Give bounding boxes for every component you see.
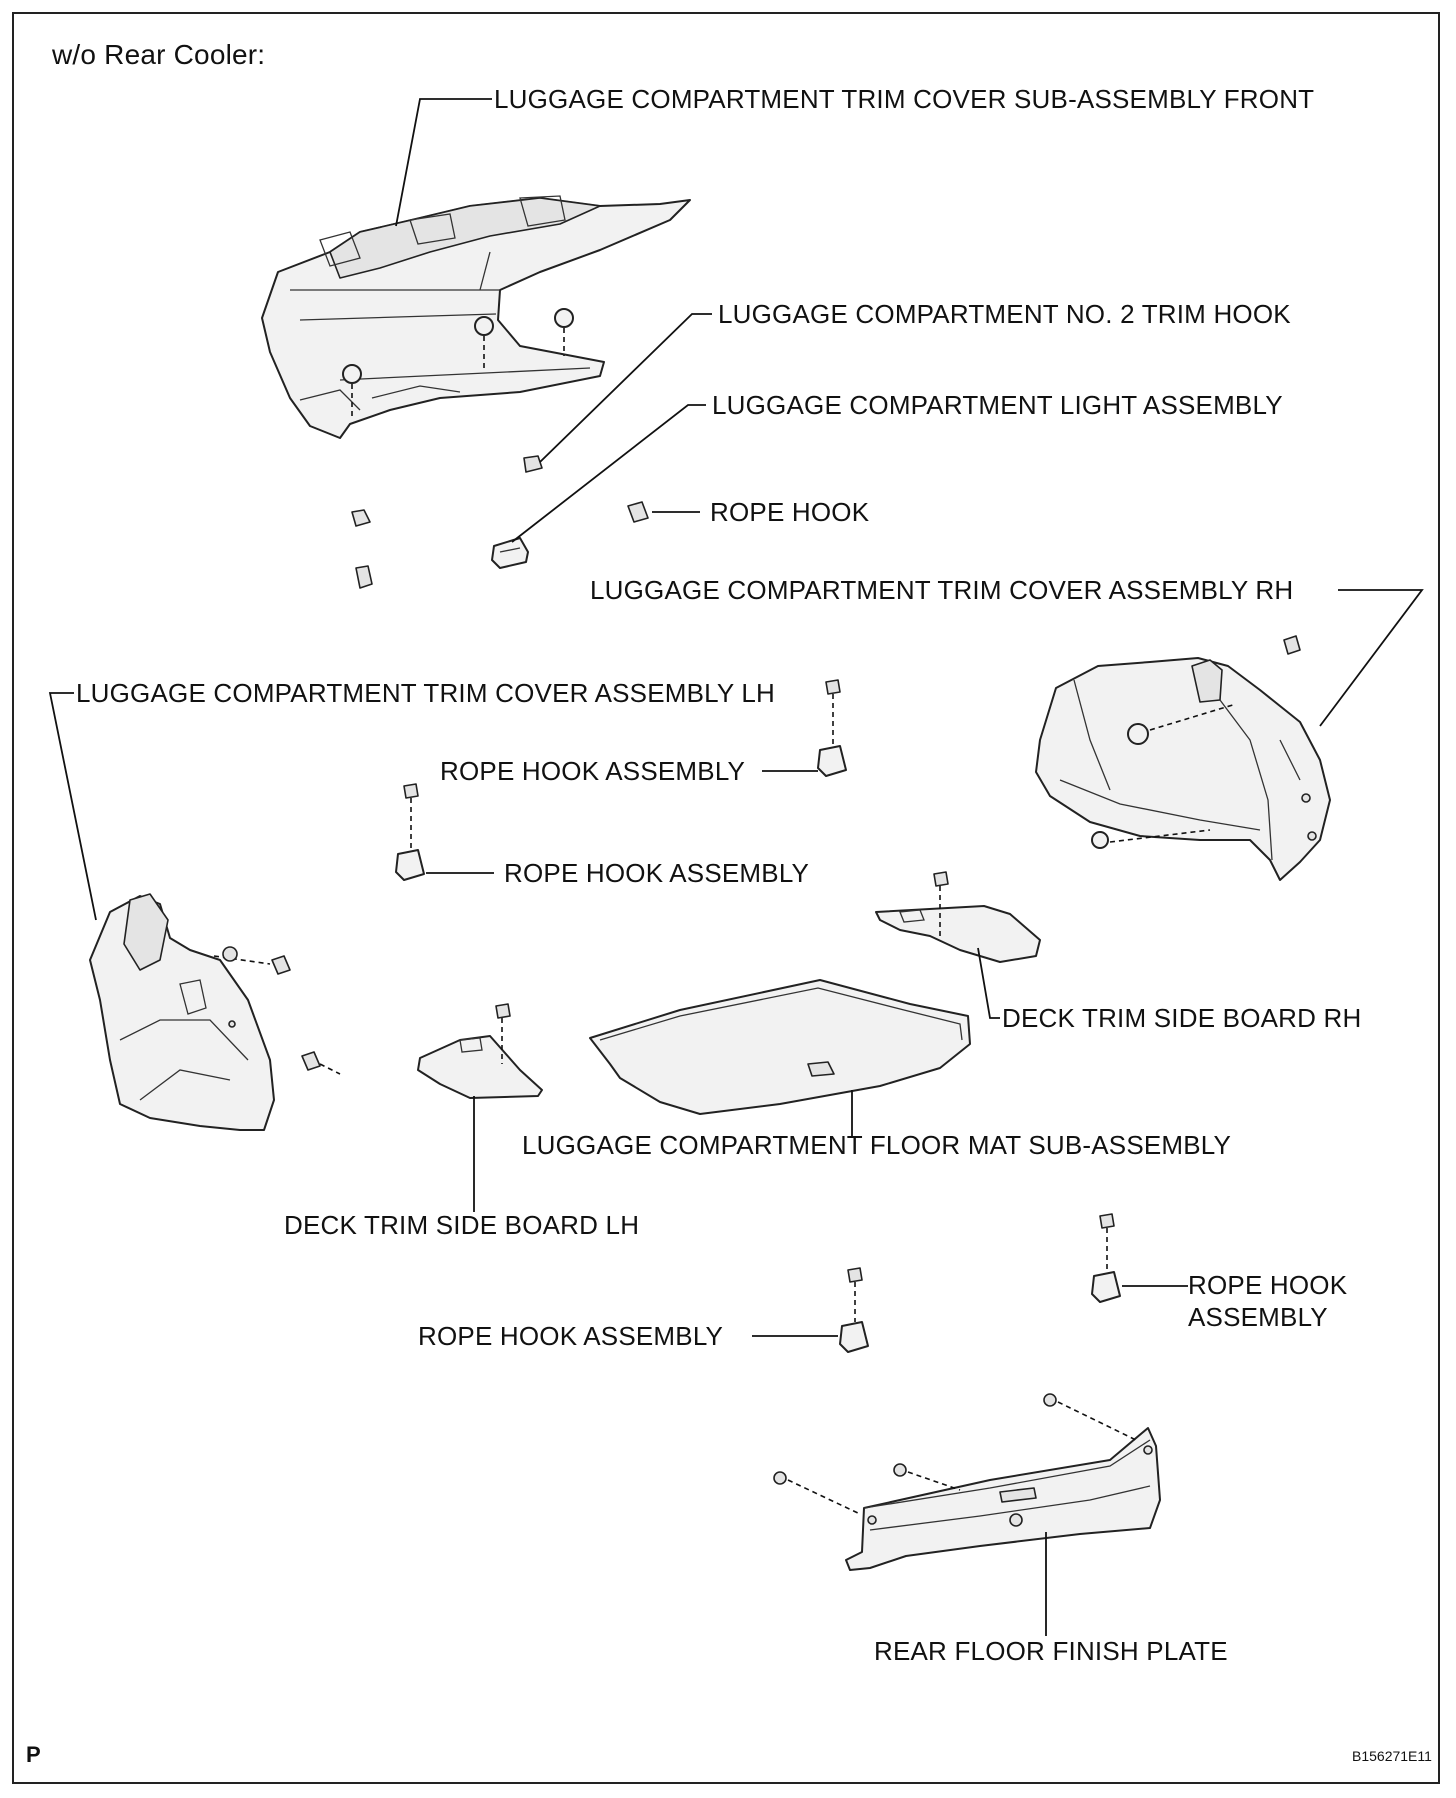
part-floor-mat <box>589 979 971 1115</box>
diagram-frame <box>12 12 1440 1784</box>
variant-note: w/o Rear Cooler: <box>52 39 266 70</box>
leader-no2-trim-hook <box>539 313 712 463</box>
clips-front-cover <box>342 308 574 420</box>
part-rope-hook-assembly-4 <box>839 1267 869 1353</box>
label-rope-hook-assembly-2: ROPE HOOK ASSEMBLY <box>504 858 810 888</box>
part-rope-hook-assembly-1 <box>817 679 847 777</box>
clips-rh-cover <box>1091 635 1301 849</box>
leader-deck-side-board-rh <box>977 947 1000 1019</box>
clips-lh-cover <box>213 946 341 1075</box>
leader-trim-cover-rh <box>1319 589 1424 727</box>
part-deck-side-board-lh <box>417 1003 543 1099</box>
part-rope-hook-assembly-2 <box>395 783 425 881</box>
label-floor-mat: LUGGAGE COMPARTMENT FLOOR MAT SUB-ASSEMB… <box>522 1130 1232 1160</box>
figure-id: B156271E11 <box>1352 1748 1432 1764</box>
label-trim-cover-lh: LUGGAGE COMPARTMENT TRIM COVER ASSEMBLY … <box>76 678 775 708</box>
label-rope-hook-assembly-3-line1: ROPE HOOK <box>1188 1270 1348 1300</box>
label-deck-side-board-rh: DECK TRIM SIDE BOARD RH <box>1002 1003 1362 1033</box>
part-rope-hook-small <box>627 501 649 523</box>
label-deck-side-board-lh: DECK TRIM SIDE BOARD LH <box>284 1210 640 1240</box>
clips-finish-plate <box>773 1393 1137 1515</box>
label-rope-hook: ROPE HOOK <box>710 497 870 527</box>
leader-trim-cover-front <box>395 98 492 227</box>
label-rope-hook-assembly-3-line2: ASSEMBLY <box>1188 1302 1328 1332</box>
label-rear-floor-finish-plate: REAR FLOOR FINISH PLATE <box>874 1636 1228 1666</box>
part-trim-cover-rh <box>1035 657 1331 881</box>
clip-left-upper <box>351 509 371 527</box>
part-light-assembly <box>491 537 529 569</box>
label-trim-cover-front: LUGGAGE COMPARTMENT TRIM COVER SUB-ASSEM… <box>494 84 1315 114</box>
part-trim-cover-lh <box>89 893 275 1131</box>
corner-mark: P <box>26 1742 41 1767</box>
label-rope-hook-assembly-1: ROPE HOOK ASSEMBLY <box>440 756 746 786</box>
clip-left-lower <box>355 565 373 589</box>
label-trim-cover-rh: LUGGAGE COMPARTMENT TRIM COVER ASSEMBLY … <box>590 575 1294 605</box>
label-light-assembly: LUGGAGE COMPARTMENT LIGHT ASSEMBLY <box>712 390 1283 420</box>
part-rear-floor-finish-plate <box>845 1427 1161 1571</box>
label-no2-trim-hook: LUGGAGE COMPARTMENT NO. 2 TRIM HOOK <box>718 299 1291 329</box>
leader-light-assembly <box>511 404 706 543</box>
part-trim-cover-front <box>261 195 691 439</box>
clip-no2-trim-hook <box>523 455 543 473</box>
part-deck-side-board-rh <box>875 871 1041 963</box>
label-rope-hook-assembly-4: ROPE HOOK ASSEMBLY <box>418 1321 724 1351</box>
part-rope-hook-assembly-3 <box>1091 1213 1121 1303</box>
leader-trim-cover-lh <box>48 692 97 921</box>
